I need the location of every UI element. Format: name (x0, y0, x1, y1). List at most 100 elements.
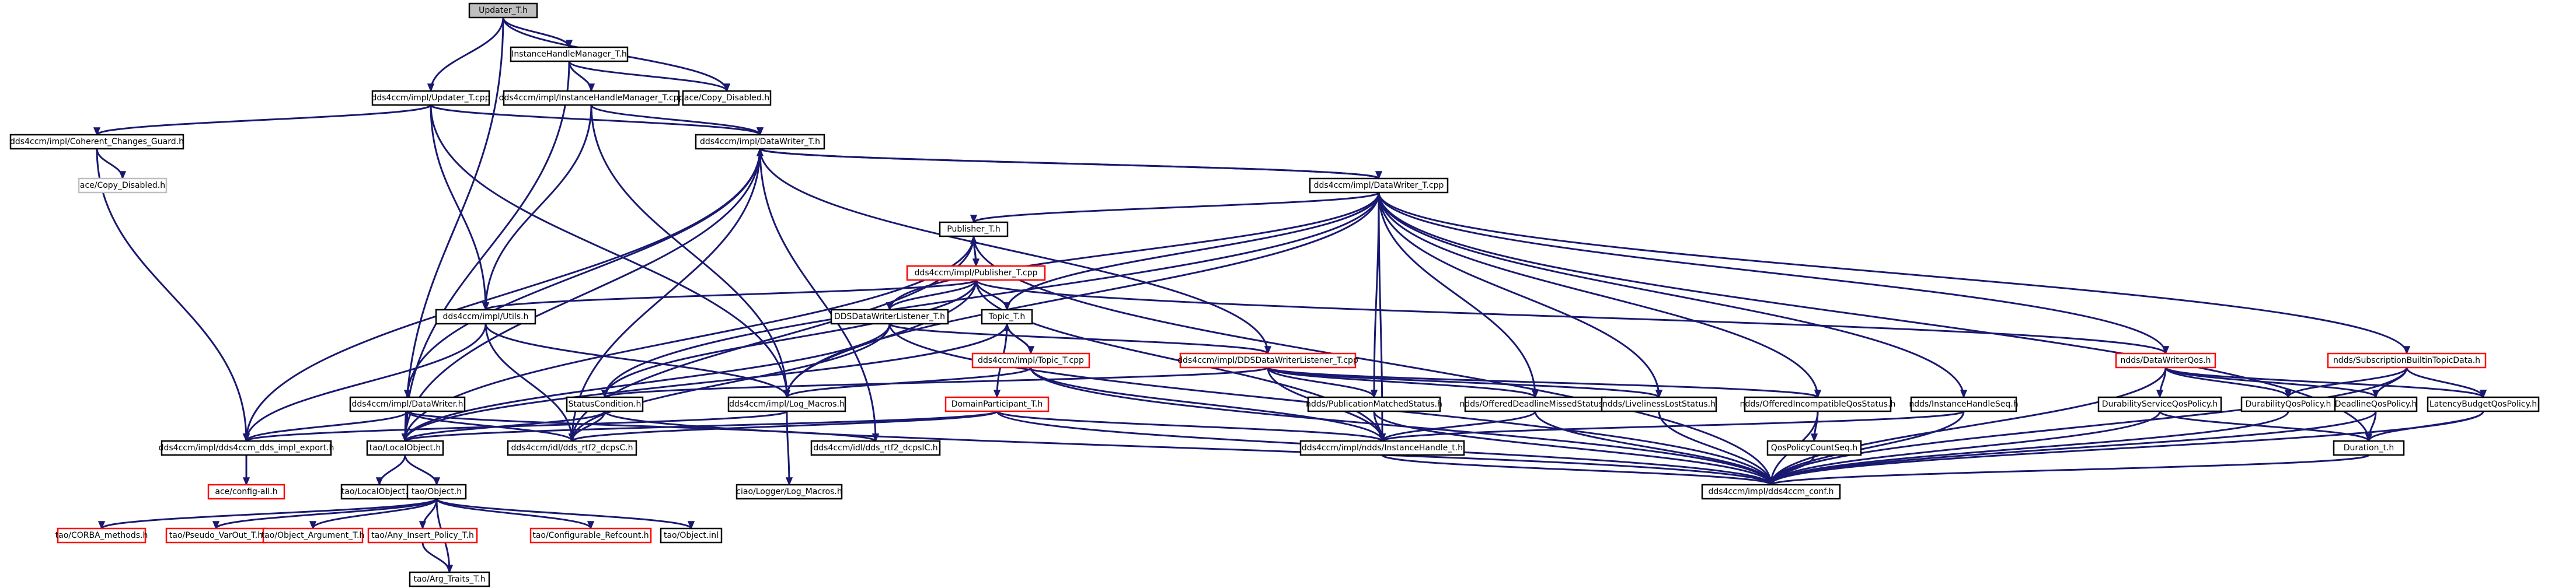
edge-dds_dw_listener_t_h-to-dds_rti_dcpsc_h (571, 323, 891, 442)
node-datawriter-h[interactable]: dds4ccm/impl/DataWriter.h (349, 396, 466, 412)
arrowhead-log_macros_h-to-dds_impl_export_h (242, 433, 250, 442)
node-box (1910, 396, 2017, 412)
node-object-argument-h[interactable]: tao/Object_Argument_T.h (262, 527, 365, 544)
edge-datawriter_t_cpp-to-publisher_t_h (972, 191, 1380, 223)
node-status-condition-h[interactable]: StatusCondition.h (566, 396, 644, 412)
node-config-all-h[interactable]: ace/config-all.h (207, 484, 285, 500)
edge-datawriter_t_cpp-to-topic_t_h (1006, 192, 1380, 310)
edge-topic_t_cpp-to-ndds_instance_handle_h (1030, 367, 1383, 442)
arrowhead-publisher_t_cpp-to-datawriter_qos_h (2162, 346, 2170, 355)
edge-ihm_t_cpp-to-log_macros_h (590, 104, 788, 398)
node-ihm-t-h[interactable]: InstanceHandleManager_T.h (510, 46, 629, 62)
edge-latency_budget_qos_h-to-dds4ccm_conf_h (1770, 411, 2484, 485)
node-label: tao/Object.inl (664, 531, 719, 540)
node-coherent-guard-h[interactable]: dds4ccm/impl/Coherent_Changes_Guard.h (9, 134, 184, 150)
node-datawriter-t-cpp[interactable]: dds4ccm/impl/DataWriter_T.cpp (1309, 177, 1449, 194)
edge-instance_handle_seq_h-to-dds4ccm_conf_h (1770, 411, 1965, 485)
node-qos-policy-count-seq-h[interactable]: QosPolicyCountSeq.h (1766, 440, 1862, 456)
node-ndds-instance-handle-h[interactable]: dds4ccm/impl/ndds/InstanceHandle_t.h (1299, 440, 1465, 456)
edge-domain_participant_t_h-to-dds_rti_dcpsc_h (571, 410, 998, 442)
node-ihm-t-cpp[interactable]: dds4ccm/impl/InstanceHandleManager_T.cpp (499, 90, 684, 106)
node-object-h[interactable]: tao/Object.h (406, 484, 467, 500)
node-updater-t-cpp[interactable]: dds4ccm/impl/Updater_T.cpp (371, 90, 490, 106)
arrowhead-dds_dw_listener_t_cpp-to-liveliness_lost_h (1655, 390, 1663, 398)
node-label: ndds/SubscriptionBuiltinTopicData.h (2333, 356, 2480, 365)
node-dds-rti-dcpsc-h[interactable]: dds4ccm/idl/dds_rtf2_dcpsC.h (507, 440, 637, 456)
node-box (367, 527, 478, 544)
node-box (830, 309, 949, 325)
node-dds-rti-dcpsic-h[interactable]: dds4ccm/idl/dds_rtf2_dcpsIC.h (810, 440, 941, 456)
arrowhead-ihm_t_h-to-ihm_t_cpp (587, 83, 595, 92)
edge-dds_dw_listener_t_cpp-to-offered_incompat_h (1267, 366, 1819, 398)
arrowhead-topic_t_cpp-to-log_macros_h (783, 390, 791, 398)
edge-dds_dw_listener_t_cpp-to-status_condition_h (604, 366, 1269, 398)
node-domain-participant-t-h[interactable]: DomainParticipant_T.h (944, 396, 1050, 412)
node-durability-qos-h[interactable]: DurabilityQosPolicy.h (2240, 396, 2336, 412)
node-pseudo-var-out-h[interactable]: tao/Pseudo_VarOut_T.h (165, 527, 267, 544)
node-updater-t-h[interactable]: Updater_T.h (468, 2, 538, 19)
node-configurable-refcount-h[interactable]: tao/Configurable_Refcount.h (529, 527, 652, 544)
arrowhead-object_h-to-object_argument_h (309, 521, 317, 530)
node-log-macros-h[interactable]: dds4ccm/impl/Log_Macros.h (727, 396, 846, 412)
edge-log_macros_h-to-logger_log_macros_h (786, 411, 790, 485)
node-instance-handle-seq-h[interactable]: ndds/InstanceHandleSeq.h (1909, 396, 2019, 412)
node-datawriter-qos-h[interactable]: ndds/DataWriterQos.h (2115, 352, 2216, 369)
node-offered-incompat-h[interactable]: ndds/OfferedIncompatibleQosStatus.h (1740, 396, 1896, 412)
node-topic-t-h[interactable]: Topic_T.h (981, 309, 1033, 325)
node-logger-log-macros-h[interactable]: ciao/Logger/Log_Macros.h (735, 484, 843, 500)
node-copy-disabled-h[interactable]: ace/Copy_Disabled.h (682, 90, 772, 106)
node-object-inl[interactable]: tao/Object.inl (660, 527, 723, 544)
node-box (409, 571, 490, 587)
node-sub-builtin-topic-h[interactable]: ndds/SubscriptionBuiltinTopicData.h (2327, 352, 2487, 369)
edge-durability_service_qos_h-to-duration_t_h (2159, 411, 2370, 442)
node-box (1766, 440, 1862, 456)
node-datawriter-t-h[interactable]: dds4ccm/impl/DataWriter_T.h (695, 134, 825, 150)
node-pub-matched-status-h[interactable]: ndds/PublicationMatchedStatus.h (1306, 396, 1442, 412)
node-label: ciao/Logger/Log_Macros.h (736, 487, 842, 496)
edge-sub_builtin_topic_h-to-dds4ccm_conf_h (1770, 367, 2408, 485)
node-label: tao/LocalObject.h (370, 443, 441, 453)
node-publisher-t-cpp[interactable]: dds4ccm/impl/Publisher_T.cpp (906, 265, 1046, 281)
node-dds4ccm-conf-h[interactable]: dds4ccm/impl/dds4ccm_conf.h (1701, 484, 1841, 500)
node-any-insert-policy-h[interactable]: tao/Any_Insert_Policy_T.h (367, 527, 478, 544)
node-duration-t-h[interactable]: Duration_t.h (2333, 440, 2405, 456)
edge-datawriter_t_cpp-to-duration_t_h (1378, 192, 2370, 442)
node-label: Publisher_T.h (947, 225, 1001, 234)
node-box (57, 527, 147, 544)
node-dds-dw-listener-t-h[interactable]: DDSDataWriterListener_T.h (830, 309, 949, 325)
node-box (727, 396, 846, 412)
arrowhead-any_insert_policy_h-to-arg_traits_h (445, 565, 454, 573)
node-utils-h[interactable]: dds4ccm/impl/Utils.h (435, 309, 536, 325)
node-label: ace/Copy_Disabled.h (684, 93, 769, 103)
node-label: ndds/DataWriterQos.h (2120, 356, 2211, 365)
node-local-object-inl[interactable]: tao/LocalObject.inl (340, 484, 419, 500)
node-publisher-t-h[interactable]: Publisher_T.h (939, 221, 1009, 237)
node-label: ace/Copy_Disabled.h (80, 181, 165, 190)
edge-sub_builtin_topic_h-to-durability_qos_h (2287, 367, 2408, 398)
node-latency-budget-qos-h[interactable]: LatencyBudgetQosPolicy.h (2427, 396, 2540, 412)
node-label: dds4ccm/impl/DataWriter_T.h (700, 137, 820, 146)
node-label: DeadlineQosPolicy.h (2335, 400, 2417, 409)
node-label: dds4ccm/impl/ndds/InstanceHandle_t.h (1302, 443, 1463, 453)
node-dds-dw-listener-t-cpp[interactable]: dds4ccm/impl/DDSDataWriterListener_T.cpp (1177, 352, 1358, 369)
node-copy-disabled-ext[interactable]: ace/Copy_Disabled.h (78, 177, 168, 194)
node-offered-deadline-h[interactable]: ndds/OfferedDeadlineMissedStatus.h (1460, 396, 1611, 412)
node-box (1299, 440, 1465, 456)
node-durability-service-qos-h[interactable]: DurabilityServiceQosPolicy.h (2097, 396, 2222, 412)
node-topic-t-cpp[interactable]: dds4ccm/impl/Topic_T.cpp (971, 352, 1090, 369)
node-deadline-qos-h[interactable]: DeadlineQosPolicy.h (2334, 396, 2418, 412)
node-box (2327, 352, 2487, 369)
edge-updater_t_cpp-to-utils_h (430, 104, 487, 310)
node-dds-impl-export-h[interactable]: dds4ccm/impl/dds4ccm_dds_impl_export.h (159, 440, 334, 456)
edge-datawriter_qos_h-to-durability_qos_h (2164, 367, 2289, 398)
node-arg-traits-h[interactable]: tao/Arg_Traits_T.h (409, 571, 490, 587)
node-label: dds4ccm/impl/dds4ccm_conf.h (1708, 487, 1833, 496)
node-label: tao/CORBA_methods.h (55, 531, 148, 540)
node-local-object-h[interactable]: tao/LocalObject.h (366, 440, 444, 456)
edge-ndds_instance_handle_h-to-dds4ccm_conf_h (1381, 454, 1772, 486)
node-liveliness-lost-h[interactable]: ndds/LivelinessLostStatus.h (1601, 396, 1717, 412)
node-corba-methods-h[interactable]: tao/CORBA_methods.h (55, 527, 148, 544)
arrowhead-publisher_t_cpp-to-utils_h (482, 302, 490, 311)
node-label: dds4ccm/impl/DataWriter_T.cpp (1314, 181, 1444, 190)
edge-deadline_qos_h-to-dds4ccm_conf_h (1770, 411, 2377, 485)
